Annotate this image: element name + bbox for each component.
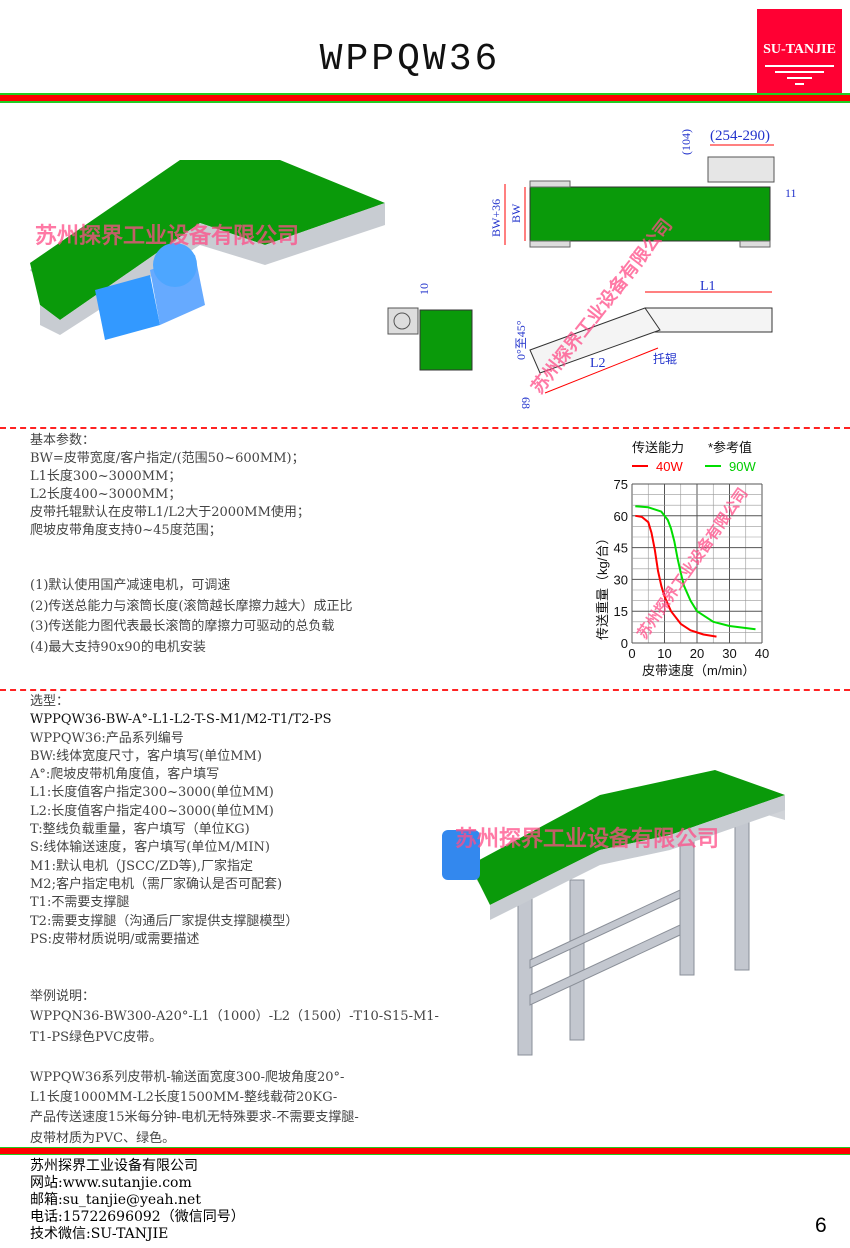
- param-line: BW=皮带宽度/客户指定/(范围50~600MM)；: [30, 451, 305, 466]
- dim-bw: BW: [509, 203, 523, 223]
- footer-company: 苏州探界工业设备有限公司: [30, 1158, 198, 1174]
- dim-motor-length: (254-290): [710, 128, 770, 144]
- selection-line: PS:皮带材质说明/或需要描述: [30, 931, 200, 947]
- product-title: WPPQW36: [319, 38, 501, 81]
- footer-wechat: 技术微信:SU-TANJIE: [30, 1226, 169, 1242]
- header-stripe-red: [0, 95, 850, 101]
- brand-logo: SU-TANJIE: [757, 9, 842, 93]
- section-divider: [0, 427, 850, 429]
- page-number: 6: [815, 1214, 827, 1237]
- dim-angle: 0°至45°: [514, 320, 528, 360]
- note-line: (2)传送总能力与滚筒长度(滚筒越长摩擦力越大）成正比: [30, 598, 353, 614]
- y-tick-label: 75: [614, 477, 628, 492]
- example-desc: L1长度1000MM-L2长度1500MM-整线载荷20KG-: [30, 1090, 338, 1106]
- selection-code: WPPQW36-BW-A°-L1-L2-T-S-M1/M2-T1/T2-PS: [30, 712, 332, 728]
- chart-subtitle: *参考值: [708, 440, 752, 455]
- dim-l1: L1: [700, 279, 716, 294]
- selection-line: T:整线负载重量，客户填写（单位KG): [30, 822, 250, 838]
- example-desc: 皮带材质为PVC、绿色。: [30, 1130, 176, 1146]
- watermark-bottom: 苏州探界工业设备有限公司: [455, 826, 719, 852]
- selection-line: WPPQW36:产品系列编号: [30, 730, 184, 746]
- basic-params-heading: 基本参数：: [30, 433, 96, 448]
- selection-line: BW:线体宽度尺寸，客户填写(单位MM): [30, 748, 262, 764]
- example-desc: 产品传送速度15米每分钟-电机无特殊要求-不需要支撑腿-: [30, 1110, 359, 1126]
- param-line: 皮带托辊默认在皮带L1/L2大于2000MM使用；: [30, 505, 310, 520]
- x-tick-label: 0: [628, 646, 635, 661]
- x-tick-label: 40: [755, 646, 769, 661]
- selection-line: A°:爬坡皮带机角度值，客户填写: [30, 767, 220, 783]
- basic-params: 基本参数： BW=皮带宽度/客户指定/(范围50~600MM)； L1长度300…: [30, 432, 353, 658]
- footer-stripe: [0, 1148, 850, 1154]
- top-view-drawing: BW+36 BW (104) (254-290) 11: [489, 128, 797, 248]
- series-line-90w: [635, 505, 756, 631]
- note-line: (4)最大支持90x90的电机安装: [30, 639, 206, 655]
- footer-contact: 苏州探界工业设备有限公司 网站:www.sutanjie.com 邮箱:su_t…: [30, 1158, 245, 1243]
- note-line: (3)传送能力图代表最长滚筒的摩擦力可驱动的总负载: [30, 619, 335, 634]
- footer-website[interactable]: 网站:www.sutanjie.com: [30, 1175, 192, 1191]
- y-tick-label: 30: [614, 572, 628, 587]
- dim-motor-height: (104): [679, 129, 693, 155]
- conveyor-with-legs-image: [442, 770, 785, 1056]
- footer-email[interactable]: 邮箱:su_tanjie@yeah.net: [30, 1192, 201, 1208]
- param-line: L1长度300~3000MM；: [30, 469, 182, 484]
- dim-bottom: 68: [519, 397, 533, 409]
- conveyor-3d-view: [30, 160, 385, 340]
- side-view-drawing: L1 L2 0°至45° 68 托辊: [514, 279, 773, 409]
- example-desc: WPPQW36系列皮带机-输送面宽度300-爬坡角度20°-: [30, 1069, 345, 1085]
- logo-text: SU-TANJIE: [763, 42, 836, 57]
- example-heading: 举例说明：: [30, 989, 96, 1004]
- param-line: L2长度400~3000MM；: [30, 487, 182, 502]
- x-tick-label: 20: [690, 646, 704, 661]
- section-divider: [0, 689, 850, 691]
- series-line-40w: [635, 514, 717, 638]
- note-line: (1)默认使用国产减速电机，可调速: [30, 578, 231, 593]
- dim-offset: 11: [785, 186, 797, 200]
- dim-bw-plus: BW+36: [489, 199, 503, 237]
- selection-line: L2:长度值客户指定400~3000(单位MM): [30, 803, 274, 819]
- selection-line: M2;客户指定电机（需厂家确认是否可配套): [30, 876, 283, 892]
- legend-40w: 40W: [656, 459, 683, 474]
- y-tick-label: 15: [614, 604, 628, 619]
- selection-line: L1:长度值客户指定300~3000(单位MM): [30, 785, 274, 801]
- legend-90w: 90W: [729, 459, 756, 474]
- selection-line: S:线体输送速度，客户填写(单位M/MIN): [30, 840, 270, 856]
- selection-heading: 选型：: [30, 694, 70, 709]
- dim-top-offset: 10: [417, 283, 431, 295]
- x-tick-label: 30: [722, 646, 736, 661]
- label-idler: 托辊: [653, 352, 677, 366]
- example-line: T1-PS绿色PVC皮带。: [30, 1029, 163, 1045]
- dim-l2: L2: [590, 356, 606, 371]
- y-tick-label: 60: [614, 509, 628, 524]
- selection-guide: 选型： WPPQW36-BW-A°-L1-L2-T-S-M1/M2-T1/T2-…: [30, 693, 332, 949]
- end-view-drawing: 10: [387, 283, 473, 371]
- capacity-chart: 传送能力 *参考值 40W 90W 0 10 20 30 40 0 15 30 45 60 75 皮…: [595, 440, 769, 678]
- example: 举例说明： WPPQN36-BW300-A20°-L1（1000）-L2（150…: [30, 987, 439, 1149]
- chart-title: 传送能力: [632, 440, 684, 455]
- x-tick-label: 10: [657, 646, 671, 661]
- selection-line: T1:不需要支撑腿: [30, 895, 130, 911]
- conveyor-drawings: 苏州探界工业设备有限公司 BW+36 BW (104) (254-290) 11…: [30, 128, 797, 409]
- watermark: 苏州探界工业设备有限公司: [35, 223, 299, 249]
- selection-line: M1:默认电机（JSCC/ZD等),厂家指定: [30, 858, 254, 874]
- y-tick-label: 0: [621, 636, 628, 651]
- y-tick-label: 45: [614, 541, 628, 556]
- selection-line: T2:需要支撑腿（沟通后厂家提供支撑腿模型）: [30, 913, 299, 929]
- param-line: 爬坡皮带角度支持0~45度范围；: [30, 523, 222, 538]
- footer-phone: 电话:15722696092（微信同号）: [30, 1209, 245, 1225]
- y-axis-label: 传送重量（kg/台）: [595, 532, 610, 640]
- header-stripe-green: [0, 93, 850, 95]
- x-axis-label: 皮带速度（m/min）: [642, 663, 755, 678]
- example-line: WPPQN36-BW300-A20°-L1（1000）-L2（1500）-T10…: [30, 1009, 439, 1025]
